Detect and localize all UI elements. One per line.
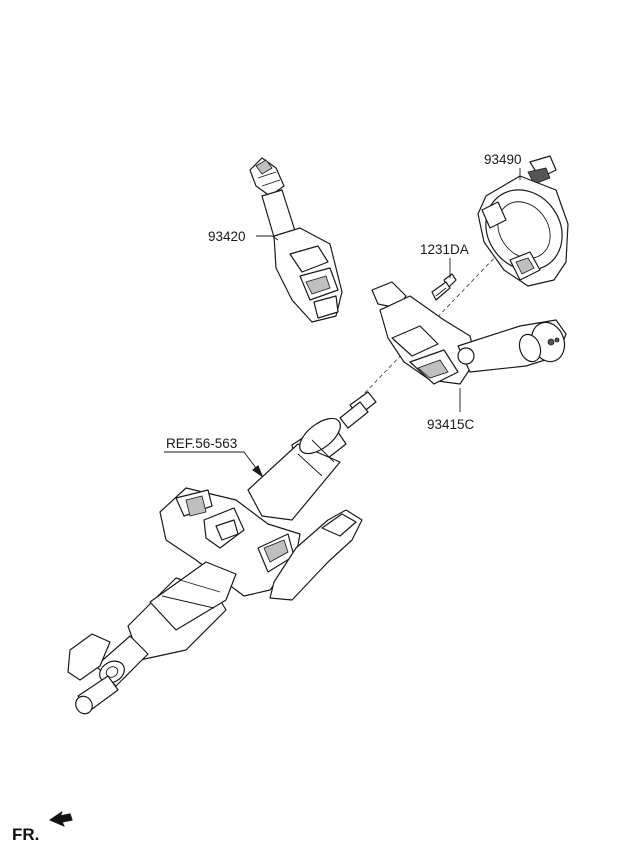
callout-93420: 93420 [208,229,246,244]
leader-ref-56-563 [164,451,263,477]
leader-93420 [256,235,279,241]
callout-ref-56-563: REF.56-563 [166,436,238,451]
clock-spring [477,155,569,287]
wiper-switch [249,157,343,323]
steering-column [67,391,377,715]
front-direction-label: FR. [12,825,40,844]
callout-1231DA: 1231DA [420,242,469,257]
bolt [431,273,457,301]
callout-93490: 93490 [484,152,522,167]
front-arrow-icon [49,811,73,827]
multifunction-switch [371,281,567,385]
leader-ref-arrowhead [252,465,263,477]
callout-93415C: 93415C [427,417,475,432]
